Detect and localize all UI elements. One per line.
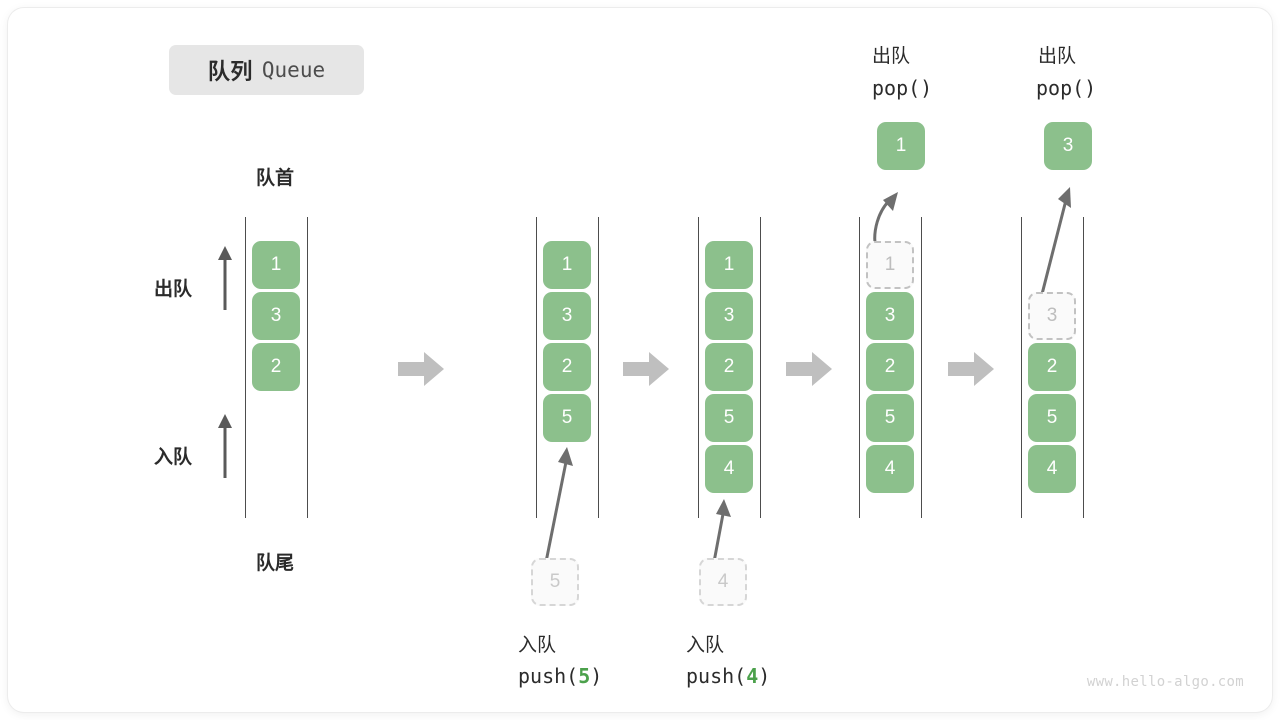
- queue-rail-right: [598, 217, 599, 518]
- push-4-call: push(4): [686, 664, 770, 688]
- title-english: Queue: [261, 58, 326, 82]
- pop-1-call: pop(): [872, 76, 933, 100]
- queue-slot-empty: [1028, 241, 1076, 289]
- dequeue-arrow-icon: [214, 244, 236, 310]
- queue-rail-left: [698, 217, 699, 518]
- title-chinese: 队列: [207, 59, 253, 84]
- queue-cell-ghost: 1: [866, 241, 914, 289]
- queue-rail-left: [859, 217, 860, 518]
- queue-cell: 4: [866, 445, 914, 493]
- queue-cell: 2: [543, 343, 591, 391]
- pop-1-label-cn: 出队: [872, 46, 911, 67]
- front-label: 队首: [255, 168, 294, 189]
- watermark: www.hello-algo.com: [1086, 674, 1244, 690]
- queue-cell: 2: [866, 343, 914, 391]
- push-4-call-arg: 4: [746, 664, 759, 688]
- queue-stage-3-cells: 1 3 2 5 4: [705, 241, 753, 493]
- queue-rail-left: [245, 217, 246, 518]
- dequeue-side-label: 出队: [154, 279, 193, 300]
- queue-cell: 3: [866, 292, 914, 340]
- queue-rail-right: [921, 217, 922, 518]
- queue-stage-2-cells: 1 3 2 5: [543, 241, 591, 442]
- pop-1-popped-cell: 1: [877, 122, 925, 170]
- push-4-motion-arrow-icon: [698, 496, 758, 564]
- rear-label: 队尾: [255, 553, 294, 574]
- queue-cell: 2: [705, 343, 753, 391]
- push-4-ghost-cell: 4: [699, 558, 747, 606]
- queue-cell: 3: [252, 292, 300, 340]
- step-arrow-icon: [398, 352, 444, 386]
- diagram-card: 队列 Queue 队首 队尾 出队 入队 1 3 2 1 3: [8, 8, 1272, 712]
- queue-cell-ghost: 3: [1028, 292, 1076, 340]
- queue-rail-right: [1083, 217, 1084, 518]
- step-arrow-icon: [623, 352, 669, 386]
- queue-rail-right: [760, 217, 761, 518]
- queue-stage-1-cells: 1 3 2: [252, 241, 300, 391]
- push-5-call-arg: 5: [578, 664, 591, 688]
- queue-cell: 1: [543, 241, 591, 289]
- queue-rail-left: [1021, 217, 1022, 518]
- queue-stage-4-cells: 1 3 2 5 4: [866, 241, 914, 493]
- queue-cell: 4: [705, 445, 753, 493]
- pop-2-popped-cell: 3: [1044, 122, 1092, 170]
- push-5-label-cn: 入队: [518, 635, 557, 656]
- diagram-title-badge: 队列 Queue: [169, 45, 364, 95]
- pop-2-motion-arrow-icon: [1018, 180, 1088, 304]
- push-4-label-cn: 入队: [686, 635, 725, 656]
- queue-cell: 2: [252, 343, 300, 391]
- queue-rail-left: [536, 217, 537, 518]
- push-4-call-prefix: push(: [686, 664, 747, 688]
- queue-cell: 4: [1028, 445, 1076, 493]
- pop-2-call: pop(): [1036, 76, 1097, 100]
- push-5-motion-arrow-icon: [528, 444, 598, 564]
- queue-cell: 2: [1028, 343, 1076, 391]
- queue-cell: 1: [252, 241, 300, 289]
- queue-cell: 1: [705, 241, 753, 289]
- push-5-ghost-cell: 5: [531, 558, 579, 606]
- queue-rail-right: [307, 217, 308, 518]
- enqueue-side-label: 入队: [154, 447, 193, 468]
- queue-cell: 3: [543, 292, 591, 340]
- queue-cell: 5: [866, 394, 914, 442]
- pop-2-label-cn: 出队: [1038, 46, 1077, 67]
- step-arrow-icon: [786, 352, 832, 386]
- push-5-call: push(5): [518, 664, 602, 688]
- enqueue-arrow-icon: [214, 412, 236, 478]
- queue-cell: 5: [543, 394, 591, 442]
- push-5-call-suffix: ): [590, 664, 603, 688]
- push-4-call-suffix: ): [758, 664, 771, 688]
- queue-stage-5-cells: 3 2 5 4: [1028, 241, 1076, 493]
- queue-cell: 5: [705, 394, 753, 442]
- queue-cell: 3: [705, 292, 753, 340]
- push-5-call-prefix: push(: [518, 664, 579, 688]
- step-arrow-icon: [948, 352, 994, 386]
- queue-cell: 5: [1028, 394, 1076, 442]
